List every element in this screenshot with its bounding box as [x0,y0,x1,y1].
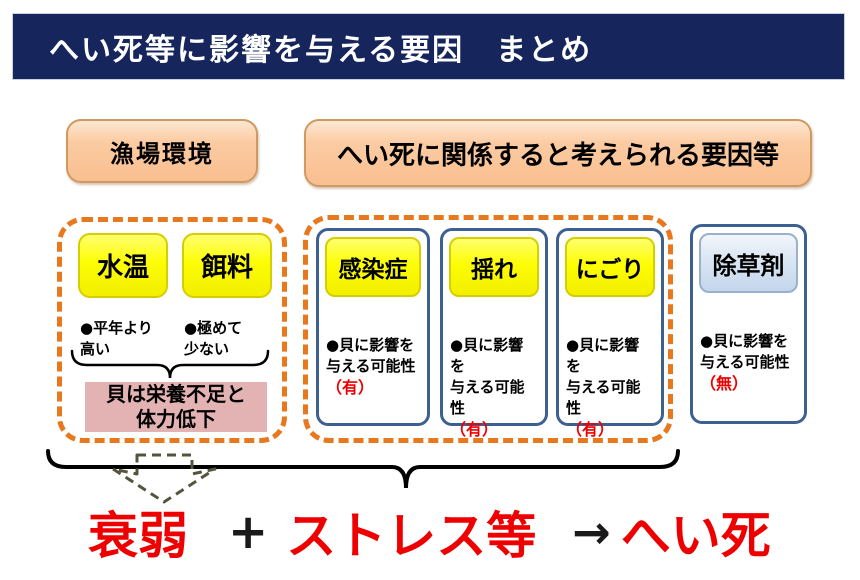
card-infection-header: 感染症 [325,237,421,297]
card-herbicide-label: 除草剤 [712,251,785,280]
factor-water-temperature: 水温 [78,233,168,298]
card-herbicide: 除草剤 ●貝に影響を 与える可能性 （無） [690,224,807,424]
card-herbicide-note: ●貝に影響を 与える可能性 （無） [693,331,804,394]
formula-row: 衰弱 + ストレス等 → へい死 [88,500,771,565]
formula-stress: ストレス等 [286,507,537,565]
card-shaking: 揺れ ●貝に影響を 与える可能性 （有） [440,228,548,439]
suspected-factors-group-outline [303,215,673,443]
factor-feed: 餌料 [182,233,272,298]
note-line: 与える可能性 [326,357,416,375]
card-herbicide-header: 除草剤 [699,233,798,293]
title-bar: へい死等に影響を与える要因 まとめ [12,13,845,80]
card-shaking-note: ●貝に影響を 与える可能性 （有） [443,335,545,440]
note-line: ●貝に影響を [326,336,415,354]
dashed-down-arrow-icon [111,453,217,504]
header-related-factors: へい死に関係すると考えられる要因等 [304,119,812,187]
note-feed: ●極めて 少ない [184,318,284,360]
card-infection-note: ●貝に影響を 与える可能性 （有） [319,335,427,398]
card-infection: 感染症 ●貝に影響を 与える可能性 （有） [316,228,430,426]
note-line: 少ない [184,340,230,358]
conclusion-box: 貝は栄養不足と 体力低下 [85,382,267,432]
right-arrow-icon: → [572,505,611,559]
card-shaking-header: 揺れ [449,237,539,297]
note-water-temperature: ●平年より 高い [80,318,180,360]
big-underbrace-icon [46,449,680,489]
verdict-absent: （無） [700,374,749,393]
environment-group-outline [57,217,287,443]
formula-death: へい死 [620,507,771,565]
verdict-present: （有） [566,420,615,439]
card-turbidity-label: にごり [575,257,645,283]
verdict-present: （有） [326,378,375,397]
header-related-factors-label: へい死に関係すると考えられる要因等 [336,140,779,171]
conclusion-line: 体力低下 [136,407,216,431]
note-line: ●極めて [184,319,243,337]
header-fishing-ground-label: 漁場環境 [110,139,214,168]
header-fishing-ground: 漁場環境 [66,119,258,183]
note-line: 高い [80,340,111,358]
plus-sign: + [228,504,269,560]
card-infection-label: 感染症 [338,257,408,283]
note-line: 与える可能性 [566,378,641,417]
note-line: 与える可能性 [450,378,525,417]
note-line: ●貝に影響を [566,336,640,375]
conclusion-line: 貝は栄養不足と [106,382,246,406]
verdict-present: （有） [450,420,499,439]
card-turbidity-note: ●貝に影響を 与える可能性 （有） [559,335,661,440]
card-shaking-label: 揺れ [471,257,517,283]
page-title: へい死等に影響を与える要因 まとめ [49,32,593,68]
factor-feed-label: 餌料 [200,253,253,283]
factor-water-temperature-label: 水温 [96,253,149,283]
note-line: ●貝に影響を [450,336,524,375]
note-line: ●平年より [80,319,153,337]
formula-weakening: 衰弱 [88,507,188,565]
card-turbidity-header: にごり [565,237,655,297]
card-turbidity: にごり ●貝に影響を 与える可能性 （有） [556,228,664,439]
note-line: ●貝に影響を [700,332,789,350]
note-line: 与える可能性 [700,353,790,371]
